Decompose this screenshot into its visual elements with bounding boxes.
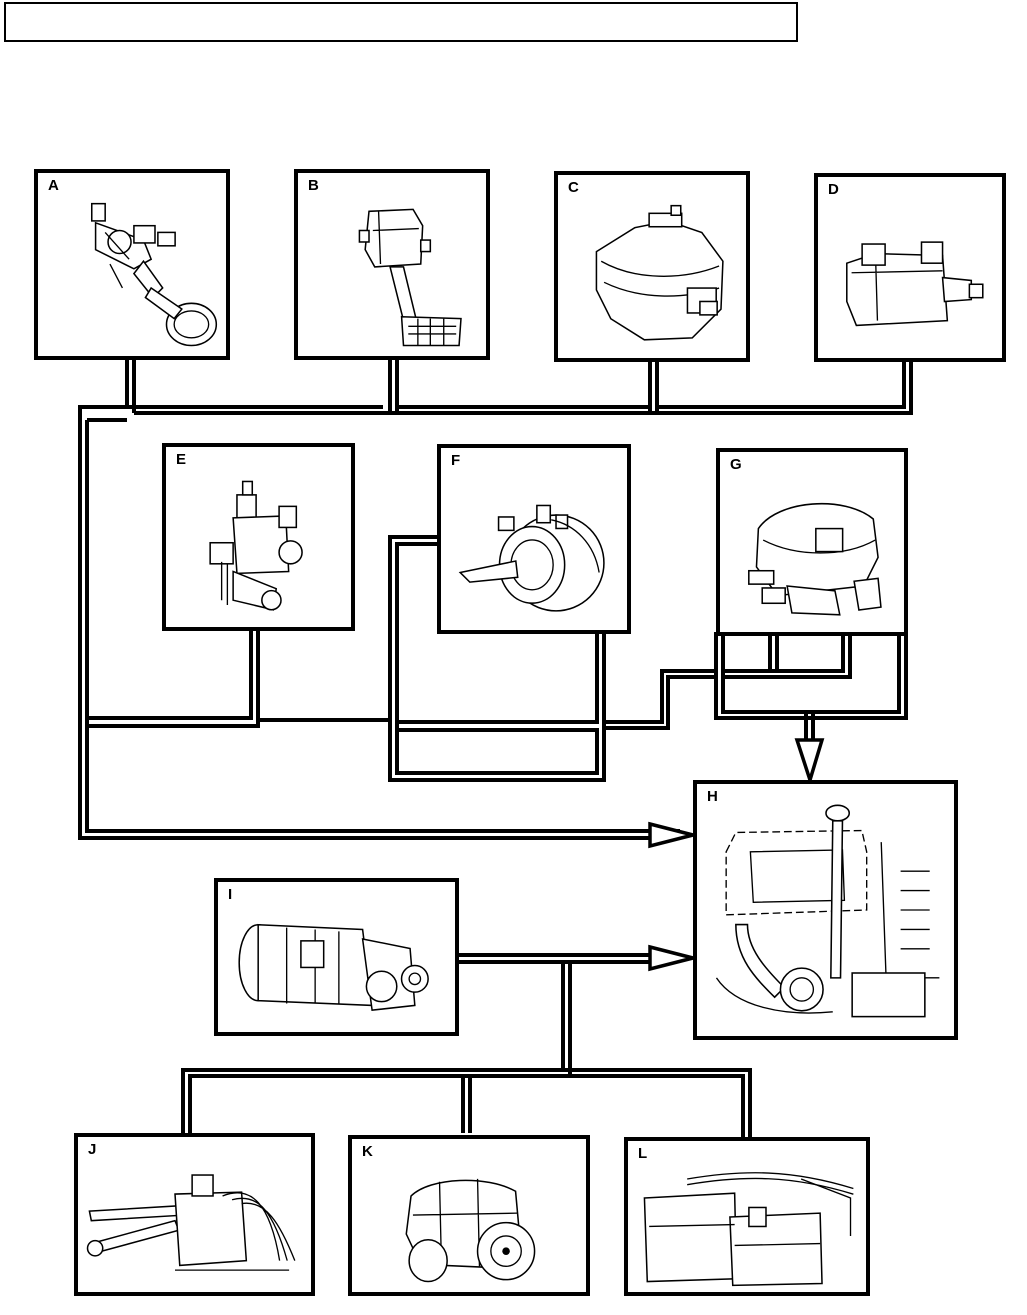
panel-b: B: [294, 169, 490, 360]
transmission-icon: [218, 882, 455, 1032]
panel-l: L: [624, 1137, 870, 1296]
g-lines: [604, 632, 906, 728]
brake-chamber-icon: [558, 175, 746, 358]
e-lines: [87, 628, 390, 726]
spring-brake-chamber-icon: [441, 448, 627, 630]
foot-brake-valve-icon: [298, 173, 486, 356]
vehicle-cab-installation-icon: [697, 784, 954, 1036]
panel-c: C: [554, 171, 750, 362]
panel-f: F: [437, 444, 631, 634]
panel-d: D: [814, 173, 1006, 362]
valve-assembly-icon: [166, 447, 351, 627]
tank-and-lines-icon: [628, 1141, 866, 1292]
panel-k: K: [348, 1135, 590, 1296]
hand-valve-icon: [38, 173, 226, 356]
transfer-case-icon: [352, 1139, 586, 1292]
shift-linkage-assembly-icon: [78, 1137, 311, 1292]
bus-top-line: [127, 360, 904, 413]
relay-valve-icon: [818, 177, 1002, 358]
arrow-to-h-i: [650, 947, 693, 969]
arrow-to-h-left: [650, 824, 693, 846]
arrow-to-h-top: [797, 740, 822, 780]
panel-e: E: [162, 443, 355, 631]
panel-i: I: [214, 878, 459, 1036]
panel-j: J: [74, 1133, 315, 1296]
panel-a: A: [34, 169, 230, 360]
panel-h: H: [693, 780, 958, 1040]
panel-g: G: [716, 448, 908, 636]
air-compressor-icon: [720, 452, 904, 632]
i-to-h: [456, 955, 650, 962]
